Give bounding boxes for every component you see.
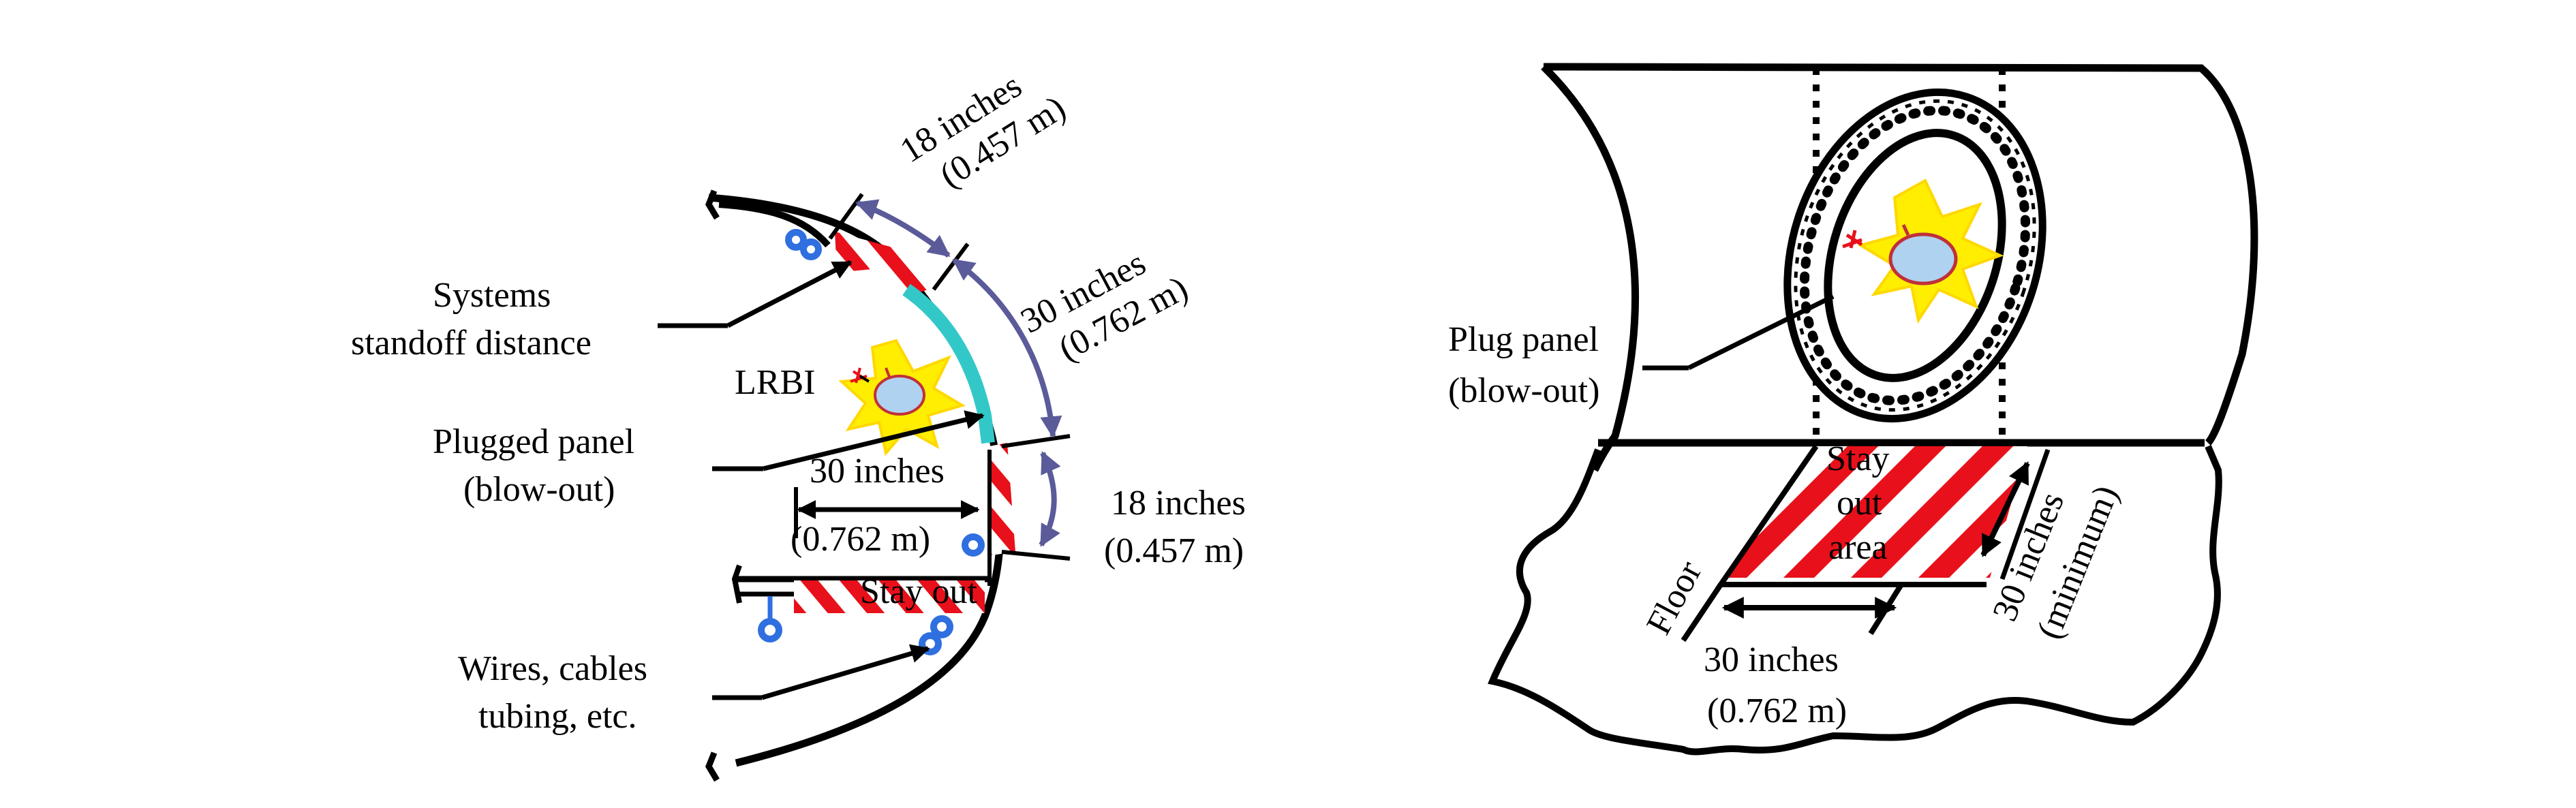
dim-30-arc: [952, 258, 1062, 439]
leader-plugged-arrow: [763, 410, 985, 471]
label-stay-out: Stay out: [860, 572, 977, 611]
label-inner-30: 30 inches: [810, 452, 945, 491]
label-wires-2: tubing, etc.: [478, 697, 637, 736]
label-inner-30-2: (0.762 m): [791, 520, 930, 559]
label-plug: Plug panel: [1448, 320, 1599, 359]
ring-top-a: [785, 229, 807, 251]
leader-wires-arrow: [761, 644, 930, 700]
bomb-fuse-right: [1901, 223, 1910, 236]
leader-lrbi: [859, 375, 870, 383]
shelf-clip: [731, 564, 742, 604]
top-clip: [705, 189, 720, 220]
label-18-right: 18 inches: [1111, 484, 1246, 523]
tick-right-bottom: [1001, 550, 1071, 561]
plug-bomb-icon: [1842, 178, 2004, 324]
label-18-right-2: (0.457 m): [1104, 531, 1244, 570]
label-systems-2: standoff distance: [351, 324, 592, 362]
tick-top-right: [932, 243, 970, 291]
label-stay-2: out: [1837, 484, 1882, 523]
leader-plug-arrow: [1687, 294, 1835, 371]
label-stay: Stay: [1826, 439, 1889, 478]
ring-top-b: [800, 238, 822, 260]
label-30-arc: 30 inches (0.762 m): [1015, 232, 1194, 378]
label-plug-2: (blow-out): [1448, 371, 1599, 410]
lrbi-bomb-icon: [838, 339, 966, 456]
dim-diag-tick: [1999, 448, 2051, 580]
spark-right: [1842, 230, 1863, 249]
bomb-body-right: [1888, 232, 1958, 285]
plug-panel-ring: [1799, 106, 2031, 405]
leader-systems-arrow: [726, 260, 853, 328]
label-stay-3: area: [1828, 528, 1888, 567]
standoff-hatch-right: [990, 443, 1015, 555]
ring-mid: [962, 533, 985, 557]
bomb-body: [874, 375, 925, 416]
ring-low-a: [919, 632, 942, 655]
label-18-top: 18 inches (0.457 m): [893, 52, 1072, 206]
bottom-clip: [705, 751, 720, 782]
label-bottom-30: 30 inches: [1704, 640, 1839, 679]
label-lrbi: LRBI: [735, 363, 815, 402]
standoff-hatch-top: [835, 232, 937, 300]
left-figure: 18 inches (0.457 m) 30 inches (0.762 m) …: [351, 52, 1246, 782]
dim-18-right: [1039, 451, 1061, 547]
tick-right-top: [1001, 434, 1071, 448]
label-plugged-2: (blow-out): [463, 470, 615, 509]
fuselage-wall: [1541, 63, 2258, 472]
stay-out-area: [1724, 446, 2027, 578]
floor-outline: [1488, 445, 2222, 756]
bomb-fuse: [885, 367, 891, 377]
label-plugged: Plugged panel: [433, 422, 634, 461]
label-wires: Wires, cables: [458, 649, 647, 688]
dim-bottom-tick-left: [1681, 582, 1723, 642]
label-systems: Systems: [433, 276, 551, 315]
stay-out-hatch: [794, 580, 985, 613]
top-frame: [718, 201, 831, 248]
plug-panel-ring-2: [1794, 99, 2036, 412]
ring-low-b: [930, 615, 953, 638]
label-floor: Floor: [1639, 555, 1709, 640]
label-bottom-30-2: (0.762 m): [1707, 692, 1847, 730]
dim-diag-30: [1980, 461, 2030, 557]
dim-18-top: [855, 199, 951, 258]
right-figure: Plug panel (blow-out) Stay out area Floo…: [1448, 63, 2258, 756]
ring-shelf: [758, 618, 782, 642]
dim-bottom-tick-right: [1868, 582, 1904, 636]
